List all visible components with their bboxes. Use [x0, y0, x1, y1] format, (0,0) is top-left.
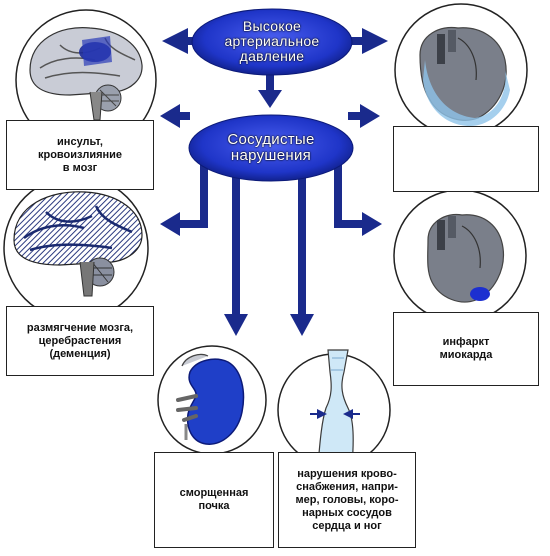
arrow-to-stroke-2 — [160, 104, 190, 128]
heart-top-circle — [394, 3, 528, 137]
infarct-label: инфаркт миокарда — [439, 336, 493, 361]
brain-stroke-circle — [15, 9, 157, 151]
kidney-label-box: сморщенная почка — [154, 452, 274, 548]
heart-infarct-icon — [427, 213, 505, 303]
arrow-to-kidney — [224, 168, 248, 336]
circulation-label: нарушения крово- снабжения, напри- мер, … — [295, 467, 399, 532]
brain-hatched-icon — [13, 191, 143, 297]
vascular-node — [188, 114, 354, 182]
dementia-label-box: размягчение мозга, церебрастения (деменц… — [6, 306, 154, 376]
arrow-to-dementia — [160, 160, 208, 236]
dementia-label: размягчение мозга, церебрастения (деменц… — [26, 321, 134, 360]
stroke-label-box: инсульт, кровоизлияние в мозг — [6, 120, 154, 190]
heart-infarct-circle — [393, 189, 527, 323]
high-pressure-label: Высокое артериальное давление — [224, 18, 320, 64]
arrow-pressure-to-vascular — [258, 74, 282, 108]
kidney-icon — [176, 353, 245, 445]
arrows — [160, 28, 388, 336]
arrow-to-infarct — [334, 160, 382, 236]
infarct-label-box: инфаркт миокарда — [393, 312, 539, 386]
circulation-label-box: нарушения крово- снабжения, напри- мер, … — [278, 452, 416, 548]
arrow-to-vessel — [290, 168, 314, 336]
high-pressure-node — [191, 8, 353, 76]
vascular-label: Сосудистые нарушения — [227, 131, 315, 164]
kidney-label: сморщенная почка — [179, 487, 249, 512]
vessel-circle — [277, 349, 391, 467]
heart-top-label-box — [393, 126, 539, 192]
brain-hemorrhage-icon — [29, 27, 143, 121]
arrow-to-heart-top-2 — [348, 104, 380, 128]
kidney-circle — [157, 345, 267, 455]
heart-icon — [419, 26, 510, 126]
brain-dementia-circle — [3, 175, 149, 321]
stroke-label: инсульт, кровоизлияние в мозг — [37, 135, 123, 174]
